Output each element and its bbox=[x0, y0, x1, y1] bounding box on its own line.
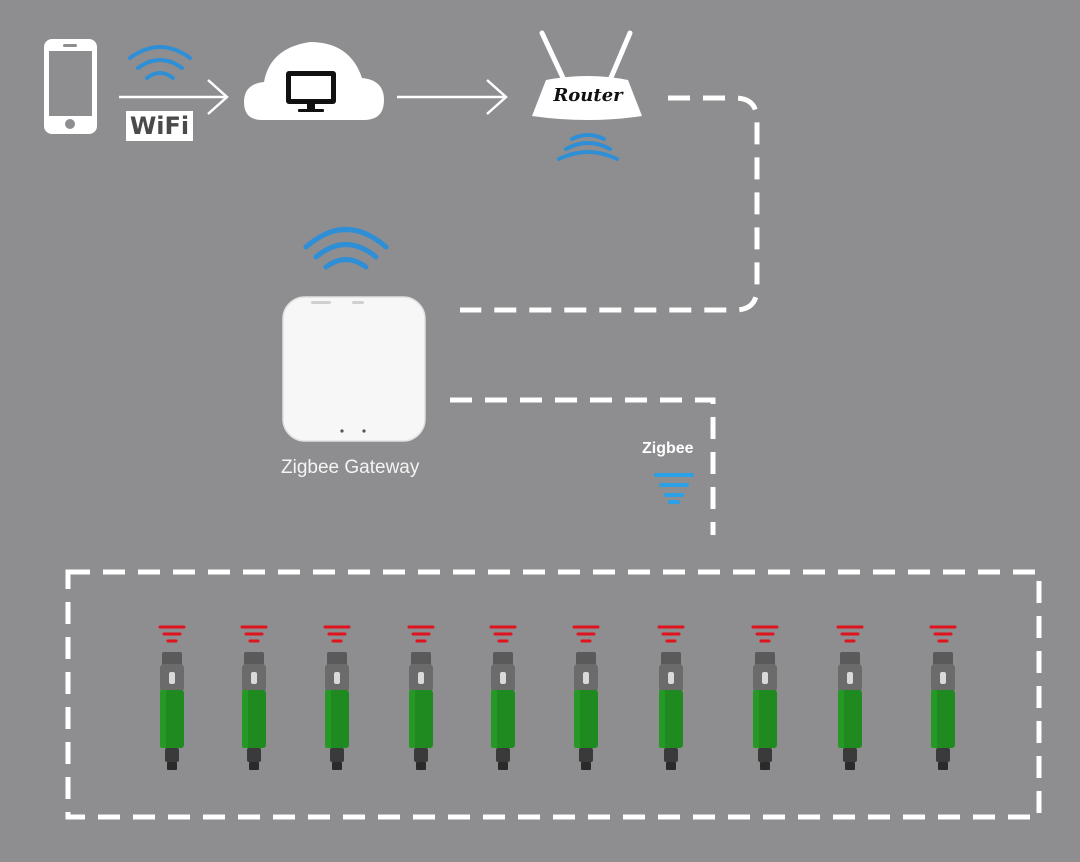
water-valve-icon bbox=[407, 625, 435, 770]
dashed-link-router-to-gateway bbox=[460, 95, 760, 313]
device-signal-icon bbox=[929, 625, 957, 643]
device-signal-icon bbox=[751, 625, 779, 643]
water-valve-icon bbox=[489, 625, 517, 770]
device-signal-icon bbox=[657, 625, 685, 643]
water-valve-group bbox=[158, 625, 957, 770]
water-valve-icon bbox=[158, 625, 186, 770]
router-icon bbox=[532, 30, 642, 120]
device-signal-icon bbox=[407, 625, 435, 643]
zigbee-gateway-icon bbox=[282, 296, 426, 442]
zigbee-label: Zigbee bbox=[642, 440, 694, 457]
water-valve-icon bbox=[929, 625, 957, 770]
device-signal-icon bbox=[158, 625, 186, 643]
router-label: Router bbox=[553, 85, 623, 106]
arrow-phone-to-cloud bbox=[119, 79, 229, 115]
dashed-link-gateway-to-devices bbox=[450, 397, 716, 535]
water-valve-icon bbox=[751, 625, 779, 770]
device-signal-icon bbox=[323, 625, 351, 643]
device-signal-icon bbox=[489, 625, 517, 643]
devices-group-box bbox=[65, 569, 1042, 820]
gateway-label: Zigbee Gateway bbox=[281, 457, 420, 478]
smartphone-icon bbox=[44, 39, 97, 134]
device-signal-icon bbox=[572, 625, 600, 643]
device-signal-icon bbox=[836, 625, 864, 643]
zigbee-signal-icon bbox=[654, 473, 694, 504]
wifi-signal-icon bbox=[128, 45, 192, 80]
arrow-cloud-to-router bbox=[397, 79, 508, 115]
wifi-signal-icon bbox=[303, 227, 389, 270]
cloud-monitor-icon bbox=[244, 42, 384, 120]
wifi-label: WiFi bbox=[126, 111, 193, 141]
device-signal-icon bbox=[240, 625, 268, 643]
water-valve-icon bbox=[657, 625, 685, 770]
water-valve-icon bbox=[572, 625, 600, 770]
water-valve-icon bbox=[323, 625, 351, 770]
water-valve-icon bbox=[240, 625, 268, 770]
wifi-signal-icon bbox=[557, 133, 619, 161]
water-valve-icon bbox=[836, 625, 864, 770]
